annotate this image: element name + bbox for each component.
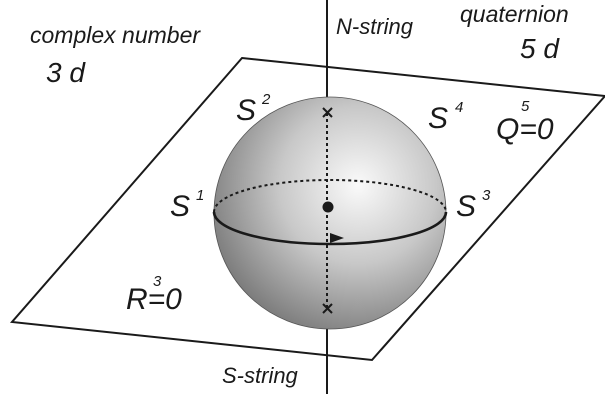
q-zero-label: Q=0	[496, 113, 554, 146]
complex-dimension-label: 3 d	[46, 57, 86, 88]
r-zero-label: R=0	[126, 283, 182, 316]
equator-front	[212, 211, 448, 246]
sphere	[213, 96, 447, 330]
equator-arrow	[330, 233, 344, 243]
quaternion-dimension-label: 5 d	[520, 33, 560, 64]
south-pole-mark	[322, 303, 333, 314]
s1-superscript: 1	[196, 187, 204, 204]
north-pole-mark	[322, 107, 333, 118]
equator-back	[213, 179, 447, 213]
center-dot	[322, 201, 334, 213]
s3-superscript: 3	[482, 187, 491, 204]
s2-label: S	[236, 94, 256, 127]
s4-label: S	[428, 102, 448, 135]
quaternion-label: quaternion	[460, 1, 569, 27]
s3-label: S	[456, 190, 476, 223]
q-superscript: 5	[521, 98, 530, 115]
s1-label: S	[170, 190, 190, 223]
plane-parallelogram	[9, 56, 605, 362]
r-superscript: 3	[153, 273, 162, 290]
s-string-label: S-string	[222, 363, 299, 388]
s2-superscript: 2	[261, 91, 271, 108]
s4-superscript: 4	[455, 99, 463, 116]
complex-number-label: complex number	[30, 22, 201, 48]
n-string-label: N-string	[336, 14, 414, 39]
